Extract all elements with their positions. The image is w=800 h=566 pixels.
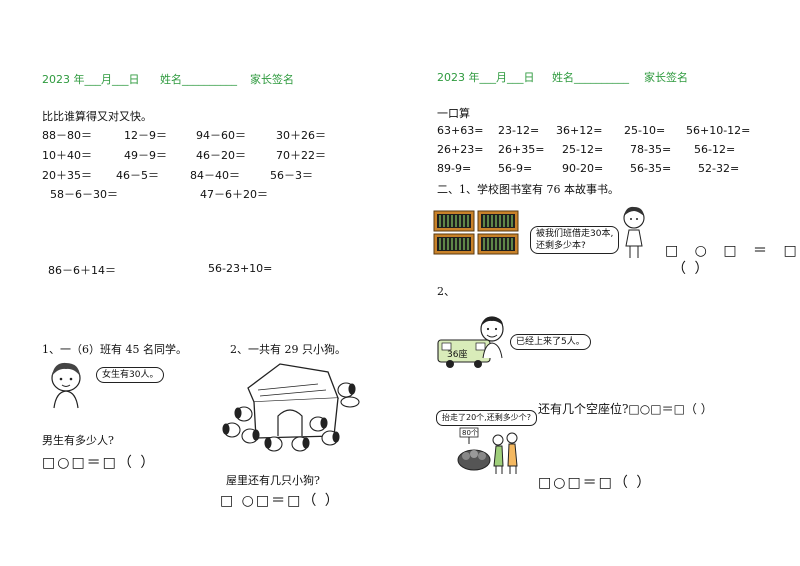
- question-text: 男生有多少人?: [42, 434, 114, 447]
- doghouse-illustration: [222, 363, 360, 452]
- exercise-title: 比比谁算得又对又快。: [42, 110, 152, 123]
- bus-illustration: [437, 339, 491, 368]
- problem: 63+63=: [437, 124, 484, 137]
- problem: 47－6＋20＝: [200, 188, 268, 201]
- problem: 23-12=: [498, 124, 540, 137]
- speech-bubble: 抬走了20个,还剩多少个?: [436, 410, 537, 426]
- problem: 88－80＝: [42, 129, 92, 142]
- problem: 46－20＝: [196, 149, 246, 162]
- children-carrying-basket-illustration: [457, 427, 518, 474]
- section-title: 一口算: [437, 107, 470, 120]
- answer-equation: □○□＝□（ ）: [538, 475, 653, 491]
- name-field: 姓名__________: [160, 73, 237, 86]
- problem: 90-20=: [562, 162, 604, 175]
- problem: 46－5＝: [116, 169, 159, 182]
- problem: 26+23=: [437, 143, 484, 156]
- problem: 70＋22＝: [276, 149, 326, 162]
- section-title: 二、1、学校图书室有 76 本故事书。: [437, 183, 619, 196]
- problem: 78-35=: [630, 143, 672, 156]
- problem: 56-35=: [630, 162, 672, 175]
- problem: 84－40＝: [190, 169, 240, 182]
- problem: 94－60＝: [196, 129, 246, 142]
- problem: 10＋40＝: [42, 149, 92, 162]
- speech-bubble: 已经上来了5人。: [510, 334, 591, 350]
- problem: 56-23+10=: [208, 262, 273, 275]
- problem: 56-9=: [498, 162, 533, 175]
- bookshelf-illustration: [433, 210, 519, 255]
- problem: 89-9=: [437, 162, 472, 175]
- speech-bubble: 女生有30人。: [96, 367, 165, 383]
- parent-signature-label: 家长签名: [644, 71, 688, 84]
- problem: 25-10=: [624, 124, 666, 137]
- problem-number: 2、: [437, 285, 455, 298]
- bubble-line: 还剩多少本?: [536, 241, 586, 251]
- problem: 49－9＝: [124, 149, 167, 162]
- bus-label: 36座: [447, 350, 468, 360]
- problem: 56+10-12=: [686, 124, 751, 137]
- problem: 26+35=: [498, 143, 545, 156]
- girl-illustration: [51, 362, 81, 409]
- problem: 52-32=: [698, 162, 740, 175]
- answer-blank: （ ）: [672, 261, 711, 277]
- basket-sign: 80个: [462, 429, 478, 437]
- answer-equation: □○□＝□（ ）: [42, 455, 157, 471]
- problem: 12－9＝: [124, 129, 167, 142]
- question-text: 屋里还有几只小狗?: [226, 474, 320, 487]
- problem: 56-12=: [694, 143, 736, 156]
- problem: 30＋26＝: [276, 129, 326, 142]
- bubble-line: 被我们班借走30本,: [536, 229, 614, 239]
- answer-equation: □ ○ □ ＝ □: [665, 243, 800, 259]
- date-field: 2023 年___月___日: [437, 71, 535, 84]
- word-problem-title: 2、一共有 29 只小狗。: [230, 343, 346, 356]
- problem: 36+12=: [556, 124, 603, 137]
- name-field: 姓名__________: [552, 71, 629, 84]
- speech-bubble: 被我们班借走30本, 还剩多少本?: [530, 226, 620, 254]
- girl-illustration: [623, 206, 645, 258]
- question-text: 还有几个空座位?□○□＝□（ ）: [538, 402, 713, 416]
- boy-illustration: [480, 316, 504, 359]
- problem: 20＋35＝: [42, 169, 92, 182]
- date-field: 2023 年___月___日: [42, 73, 140, 86]
- problem: 86－6＋14＝: [48, 264, 116, 277]
- parent-signature-label: 家长签名: [250, 73, 294, 86]
- word-problem-title: 1、一（6）班有 45 名同学。: [42, 343, 187, 356]
- answer-equation: □ ○□＝□（ ）: [220, 493, 341, 509]
- problem: 56－3＝: [270, 169, 313, 182]
- problem: 58－6－30＝: [50, 188, 118, 201]
- problem: 25-12=: [562, 143, 604, 156]
